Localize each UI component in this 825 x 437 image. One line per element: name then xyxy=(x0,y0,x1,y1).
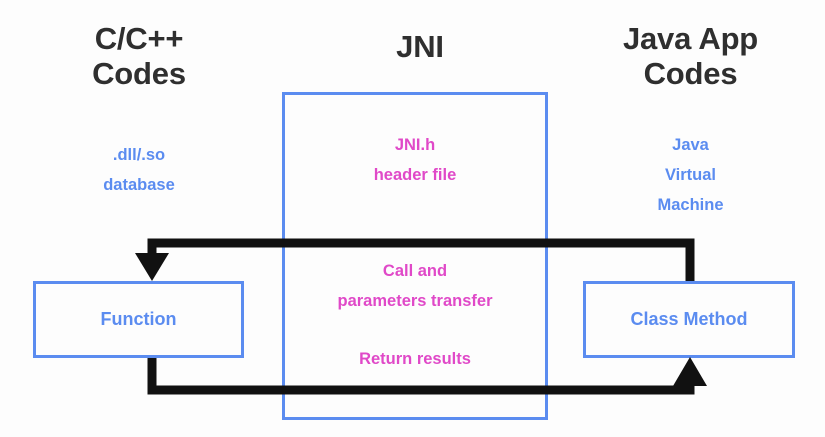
arrowhead-up-icon xyxy=(673,357,707,386)
column-title-jni: JNI xyxy=(396,29,444,64)
caption-java-virtual-machine: Java Virtual Machine xyxy=(657,136,724,215)
caption-return-results: Return results xyxy=(359,350,471,368)
caption-call-and-parameters-transfer: Call and parameters transfer xyxy=(337,262,493,311)
node-function: Function xyxy=(33,281,244,358)
column-title-c-cpp-codes: C/C++ Codes xyxy=(92,21,186,91)
caption-dll-so-database: .dll/.so database xyxy=(103,146,175,195)
node-class-method: Class Method xyxy=(583,281,795,358)
column-title-java-app-codes: Java App Codes xyxy=(622,21,759,91)
arrowhead-down-icon xyxy=(135,253,169,281)
caption-jni-header-file: JNI.h header file xyxy=(373,136,457,185)
